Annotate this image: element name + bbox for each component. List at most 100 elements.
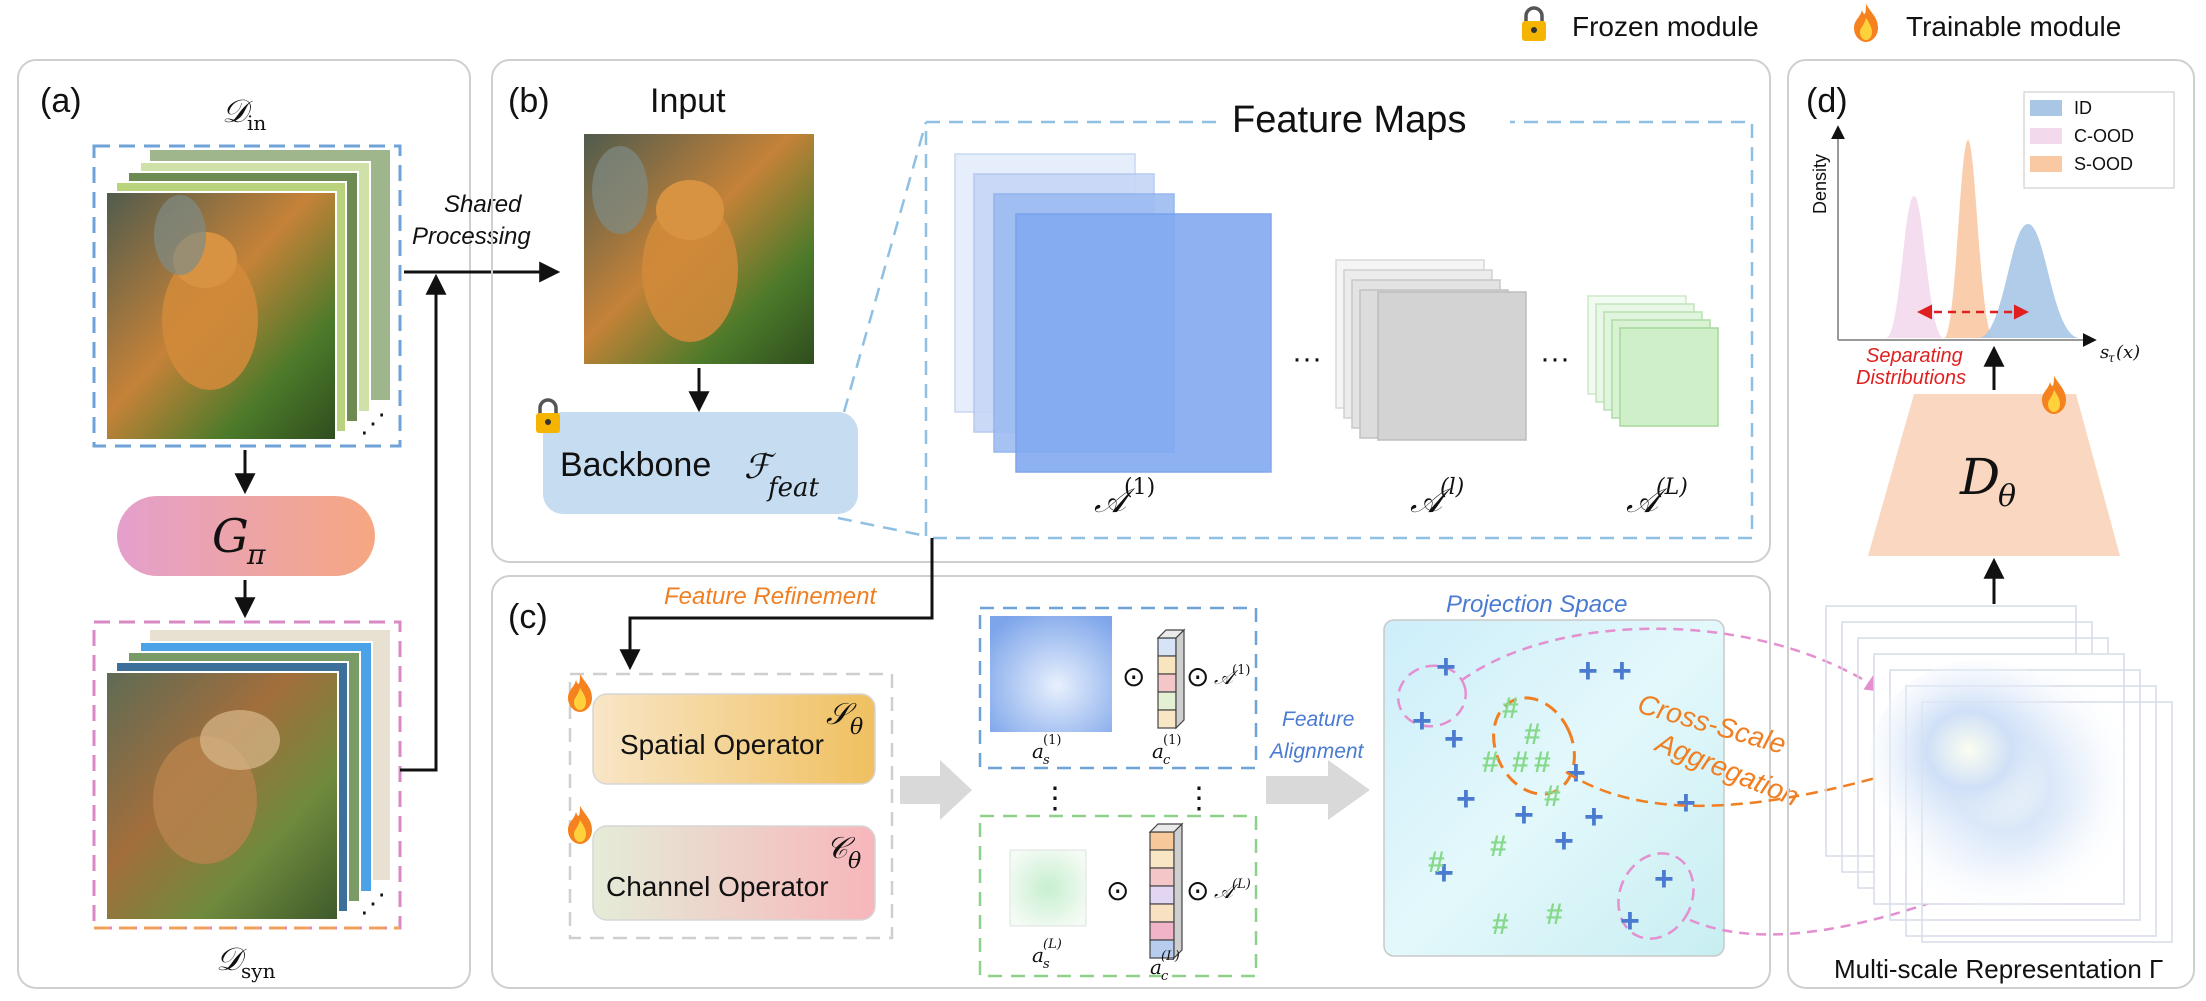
density-legend: ID C-OOD S-OOD bbox=[2023, 91, 2175, 189]
cluster-ellipse-pink-1 bbox=[1397, 664, 1467, 728]
channel-vector-1-sub: c bbox=[1163, 753, 1171, 768]
feature-map-label-L-sup: (L) bbox=[1656, 475, 1688, 500]
plus-marker: + bbox=[1578, 652, 1598, 690]
panel-b: (b) Input Backbone ℱ feat Feature Maps ·… bbox=[491, 59, 1771, 563]
d-in-label: 𝒟 in bbox=[222, 92, 266, 135]
d-in-subscript: in bbox=[247, 111, 266, 135]
panel-b-frame bbox=[491, 59, 1771, 563]
spatial-map-1 bbox=[990, 616, 1112, 732]
hash-marker: # bbox=[1546, 898, 1563, 931]
feature-map-dots-1: ··· bbox=[1292, 342, 1322, 375]
zoom-line-top bbox=[842, 121, 928, 413]
grey-arrow-2 bbox=[1266, 760, 1370, 820]
flame-icon bbox=[568, 674, 592, 712]
feature-map-1-stack bbox=[954, 153, 1272, 473]
channel-vector-1-label: a bbox=[1152, 739, 1164, 763]
lock-icon bbox=[536, 398, 560, 433]
plus-marker: + bbox=[1620, 902, 1640, 940]
channel-operator-box bbox=[592, 825, 876, 921]
id-feature-markers: + + + + + + + + + + + + + + bbox=[1412, 648, 1696, 940]
spatial-map-L bbox=[1009, 849, 1087, 927]
hash-marker: # bbox=[1544, 780, 1561, 813]
multiscale-label: Multi-scale Representation Γ bbox=[1834, 954, 2163, 984]
spatial-map-1-sup: (1) bbox=[1043, 733, 1061, 748]
legend: Frozen module Trainable module bbox=[1522, 4, 2121, 42]
odot-1a: ⊙ bbox=[1122, 661, 1145, 692]
hash-marker: # bbox=[1524, 718, 1541, 751]
plus-marker: + bbox=[1612, 652, 1632, 690]
spatial-map-1-label: a bbox=[1032, 739, 1044, 763]
plus-marker: + bbox=[1566, 754, 1586, 792]
channel-vector-L-caption: a bbox=[1150, 955, 1162, 979]
backbone-subscript: feat bbox=[766, 473, 820, 503]
cluster-ellipse-pink-2 bbox=[1617, 852, 1695, 940]
legend-cood: C-OOD bbox=[2074, 126, 2134, 146]
hash-marker: # bbox=[1512, 746, 1529, 779]
aggregation-arrow-pink-top bbox=[1461, 627, 1883, 692]
discriminator-symbol: D bbox=[1959, 448, 2000, 506]
odot-1b: ⊙ bbox=[1186, 661, 1209, 692]
panel-c: (c) Feature Refinement Spatial Operator … bbox=[491, 538, 1803, 989]
density-xlabel-s: s bbox=[2100, 342, 2109, 363]
d-syn-image-stack bbox=[105, 630, 390, 921]
flame-icon bbox=[2042, 376, 2066, 414]
attention-box-1 bbox=[978, 606, 1258, 770]
feature-refinement-label: Feature Refinement bbox=[664, 583, 877, 610]
projection-space-box bbox=[1383, 619, 1725, 957]
ood-feature-markers: # # # # # # # # # # bbox=[1428, 692, 1563, 941]
discriminator-box bbox=[1868, 394, 2120, 556]
feature-map-label-l-sup: (l) bbox=[1440, 475, 1464, 500]
panel-a-frame bbox=[17, 59, 471, 989]
lock-icon bbox=[1522, 6, 1546, 41]
odot-La: ⊙ bbox=[1106, 875, 1129, 906]
feature-refinement-arrow bbox=[619, 538, 934, 671]
plus-marker: + bbox=[1436, 648, 1456, 686]
panel-a: (a) 𝒟 in ⋰ G π bbox=[17, 59, 561, 989]
backbone-box bbox=[543, 412, 858, 514]
spatial-map-L-sup: (L) bbox=[1043, 937, 1062, 952]
feature-map-label-L: 𝒜 (L) bbox=[1626, 475, 1688, 521]
panel-c-frame bbox=[491, 575, 1771, 989]
plus-marker: + bbox=[1676, 784, 1696, 822]
panel-d-label: (d) bbox=[1806, 82, 1848, 120]
attn-map-L-sup: (L) bbox=[1232, 877, 1251, 892]
id-distribution bbox=[1978, 224, 2080, 338]
generator-symbol: G bbox=[212, 509, 249, 563]
legend-frozen-label: Frozen module bbox=[1572, 11, 1759, 42]
d-syn-subscript: syn bbox=[241, 959, 276, 983]
generator-subscript: π bbox=[246, 538, 266, 571]
panel-a-label: (a) bbox=[40, 82, 82, 120]
feature-maps-title: Feature Maps bbox=[1232, 99, 1466, 141]
sood-distribution bbox=[1944, 140, 1994, 338]
zoom-line-bottom bbox=[837, 516, 927, 538]
hash-marker: # bbox=[1482, 746, 1499, 779]
plus-marker: + bbox=[1444, 720, 1464, 758]
operators-dashed-box bbox=[568, 672, 894, 940]
feature-alignment-line2: Alignment bbox=[1268, 740, 1365, 763]
plus-marker: + bbox=[1514, 796, 1534, 834]
feature-alignment-line1: Feature bbox=[1282, 708, 1354, 731]
channel-operator-theta: θ bbox=[848, 849, 861, 874]
d-syn-label: 𝒟 syn bbox=[216, 940, 276, 983]
odot-Lb: ⊙ bbox=[1186, 875, 1209, 906]
channel-vector-1 bbox=[1156, 628, 1186, 730]
d-in-ellipsis: ⋰ bbox=[360, 408, 386, 438]
spatial-map-1-sub: s bbox=[1043, 753, 1050, 768]
plus-marker: + bbox=[1554, 822, 1574, 860]
input-title: Input bbox=[650, 82, 726, 120]
channel-operator-label: Channel Operator bbox=[606, 871, 829, 902]
panel-c-label: (c) bbox=[508, 598, 548, 636]
plus-marker: + bbox=[1456, 780, 1476, 818]
plus-marker: + bbox=[1654, 860, 1674, 898]
hash-marker: # bbox=[1428, 846, 1445, 879]
vdots-2: ⋮ bbox=[1184, 782, 1214, 815]
discriminator-subscript: θ bbox=[1998, 479, 2016, 514]
feature-map-label-l: 𝒜 (l) bbox=[1410, 475, 1464, 521]
channel-vector-L-sup: (L) bbox=[1161, 949, 1180, 964]
density-xlabel-tail: (x) bbox=[2116, 342, 2140, 363]
hash-marker: # bbox=[1492, 908, 1509, 941]
spatial-operator-box bbox=[592, 693, 876, 785]
attention-box-L bbox=[978, 814, 1258, 978]
panel-d-frame bbox=[1787, 59, 2195, 989]
